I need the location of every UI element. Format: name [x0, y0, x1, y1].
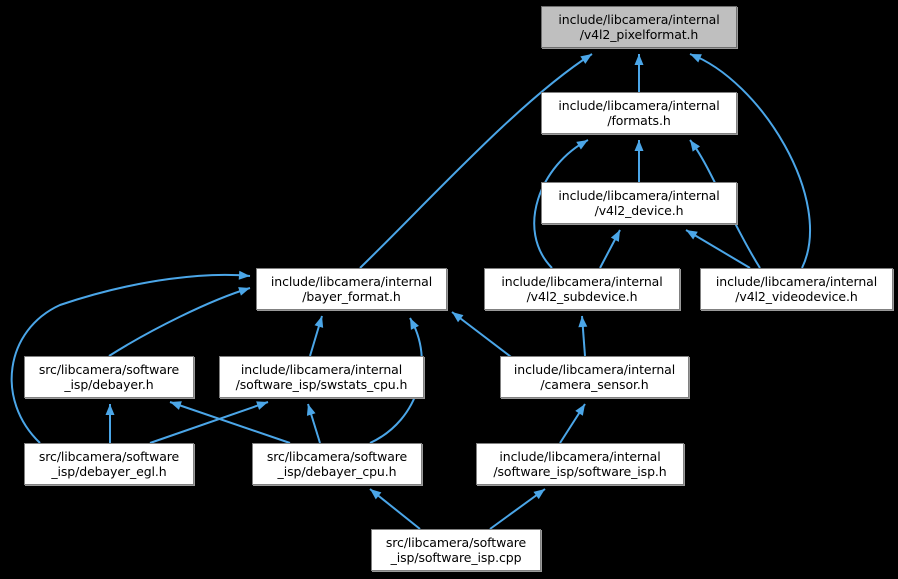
graph-node-v4l2_device[interactable]: include/libcamera/internal /v4l2_device.…: [541, 182, 737, 224]
arrowhead-v4l2_videodevice-to-formats: [690, 140, 701, 152]
graph-node-software_isp_cpp[interactable]: src/libcamera/software _isp/software_isp…: [371, 529, 541, 571]
edge-v4l2_videodevice-to-v4l2_pixelformat: [689, 53, 812, 269]
graph-node-debayer_egl[interactable]: src/libcamera/software _isp/debayer_egl.…: [24, 443, 194, 485]
graph-node-label: include/libcamera/internal /software_isp…: [235, 362, 408, 392]
arrowhead-debayer-to-bayer_format: [238, 287, 250, 296]
graph-node-label: src/libcamera/software _isp/software_isp…: [385, 535, 527, 565]
graph-node-debayer[interactable]: src/libcamera/software _isp/debayer.h: [24, 356, 194, 398]
graph-node-label: include/libcamera/internal /formats.h: [558, 98, 720, 128]
graph-node-label: src/libcamera/software _isp/debayer_cpu.…: [266, 449, 408, 479]
graph-node-label: src/libcamera/software _isp/debayer_egl.…: [38, 449, 180, 479]
edge-debayer-to-bayer_format: [108, 287, 251, 357]
arrowhead-v4l2_subdevice-to-v4l2_device: [610, 230, 620, 242]
graph-node-bayer_format[interactable]: include/libcamera/internal /bayer_format…: [256, 268, 447, 310]
arrowhead-camera_sensor-to-v4l2_subdevice: [578, 316, 588, 328]
arrowhead-bayer_format-to-v4l2_pixelformat: [580, 54, 592, 64]
graph-node-label: src/libcamera/software _isp/debayer.h: [38, 362, 180, 392]
arrowhead-debayer_cpu-to-swstats_cpu: [306, 404, 316, 416]
edge-software_isp_cpp-to-software_isp_h: [489, 488, 546, 530]
edge-debayer_egl-to-bayer_format: [10, 273, 251, 444]
graph-node-label: include/libcamera/internal /bayer_format…: [270, 274, 433, 304]
graph-node-label: include/libcamera/internal /v4l2_device.…: [558, 188, 720, 218]
arrowhead-debayer_cpu-to-bayer_format: [410, 318, 419, 330]
graph-node-software_isp_h[interactable]: include/libcamera/internal /software_isp…: [476, 443, 684, 485]
arrowhead-software_isp_cpp-to-software_isp_h: [533, 489, 545, 500]
arrowhead-v4l2_subdevice-to-formats: [576, 140, 588, 150]
arrowhead-v4l2_videodevice-to-v4l2_device: [686, 230, 698, 240]
arrowhead-camera_sensor-to-bayer_format: [452, 312, 464, 323]
arrowhead-software_isp_cpp-to-debayer_cpu: [370, 489, 382, 500]
edge-camera_sensor-to-bayer_format: [451, 311, 516, 361]
graph-node-camera_sensor[interactable]: include/libcamera/internal /camera_senso…: [500, 356, 689, 398]
graph-node-label: include/libcamera/internal /software_isp…: [493, 449, 667, 479]
arrowhead-software_isp_h-to-camera_sensor: [575, 404, 585, 416]
graph-node-label: include/libcamera/internal /v4l2_subdevi…: [501, 274, 663, 304]
arrowhead-v4l2_device-to-formats: [634, 140, 644, 151]
edge-v4l2_videodevice-to-v4l2_device: [685, 229, 751, 269]
graph-node-v4l2_pixelformat[interactable]: include/libcamera/internal /v4l2_pixelfo…: [541, 6, 737, 48]
graph-node-formats[interactable]: include/libcamera/internal /formats.h: [541, 92, 737, 134]
graph-node-label: include/libcamera/internal /camera_senso…: [513, 362, 676, 392]
edge-v4l2_subdevice-to-formats: [533, 139, 589, 269]
graph-node-swstats_cpu[interactable]: include/libcamera/internal /software_isp…: [219, 356, 424, 398]
arrowhead-debayer_cpu-to-debayer: [170, 401, 182, 410]
arrowhead-debayer_egl-to-bayer_format: [238, 270, 250, 280]
graph-node-label: include/libcamera/internal /v4l2_videode…: [715, 274, 878, 304]
graph-node-v4l2_subdevice[interactable]: include/libcamera/internal /v4l2_subdevi…: [484, 268, 680, 310]
graph-node-debayer_cpu[interactable]: src/libcamera/software _isp/debayer_cpu.…: [252, 443, 422, 485]
arrowhead-debayer_egl-to-debayer: [105, 404, 115, 415]
edge-bayer_format-to-v4l2_pixelformat: [359, 53, 593, 269]
arrowhead-v4l2_videodevice-to-v4l2_pixelformat: [690, 54, 702, 63]
arrowhead-swstats_cpu-to-bayer_format: [314, 316, 324, 328]
arrowhead-debayer_egl-to-swstats_cpu: [256, 401, 268, 410]
graph-node-v4l2_videodevice[interactable]: include/libcamera/internal /v4l2_videode…: [700, 268, 893, 310]
graph-node-label: include/libcamera/internal /v4l2_pixelfo…: [558, 12, 720, 42]
arrowhead-formats-to-v4l2_pixelformat: [634, 54, 644, 65]
edge-debayer_egl-to-swstats_cpu: [149, 401, 269, 444]
edge-debayer_cpu-to-debayer: [169, 401, 291, 444]
